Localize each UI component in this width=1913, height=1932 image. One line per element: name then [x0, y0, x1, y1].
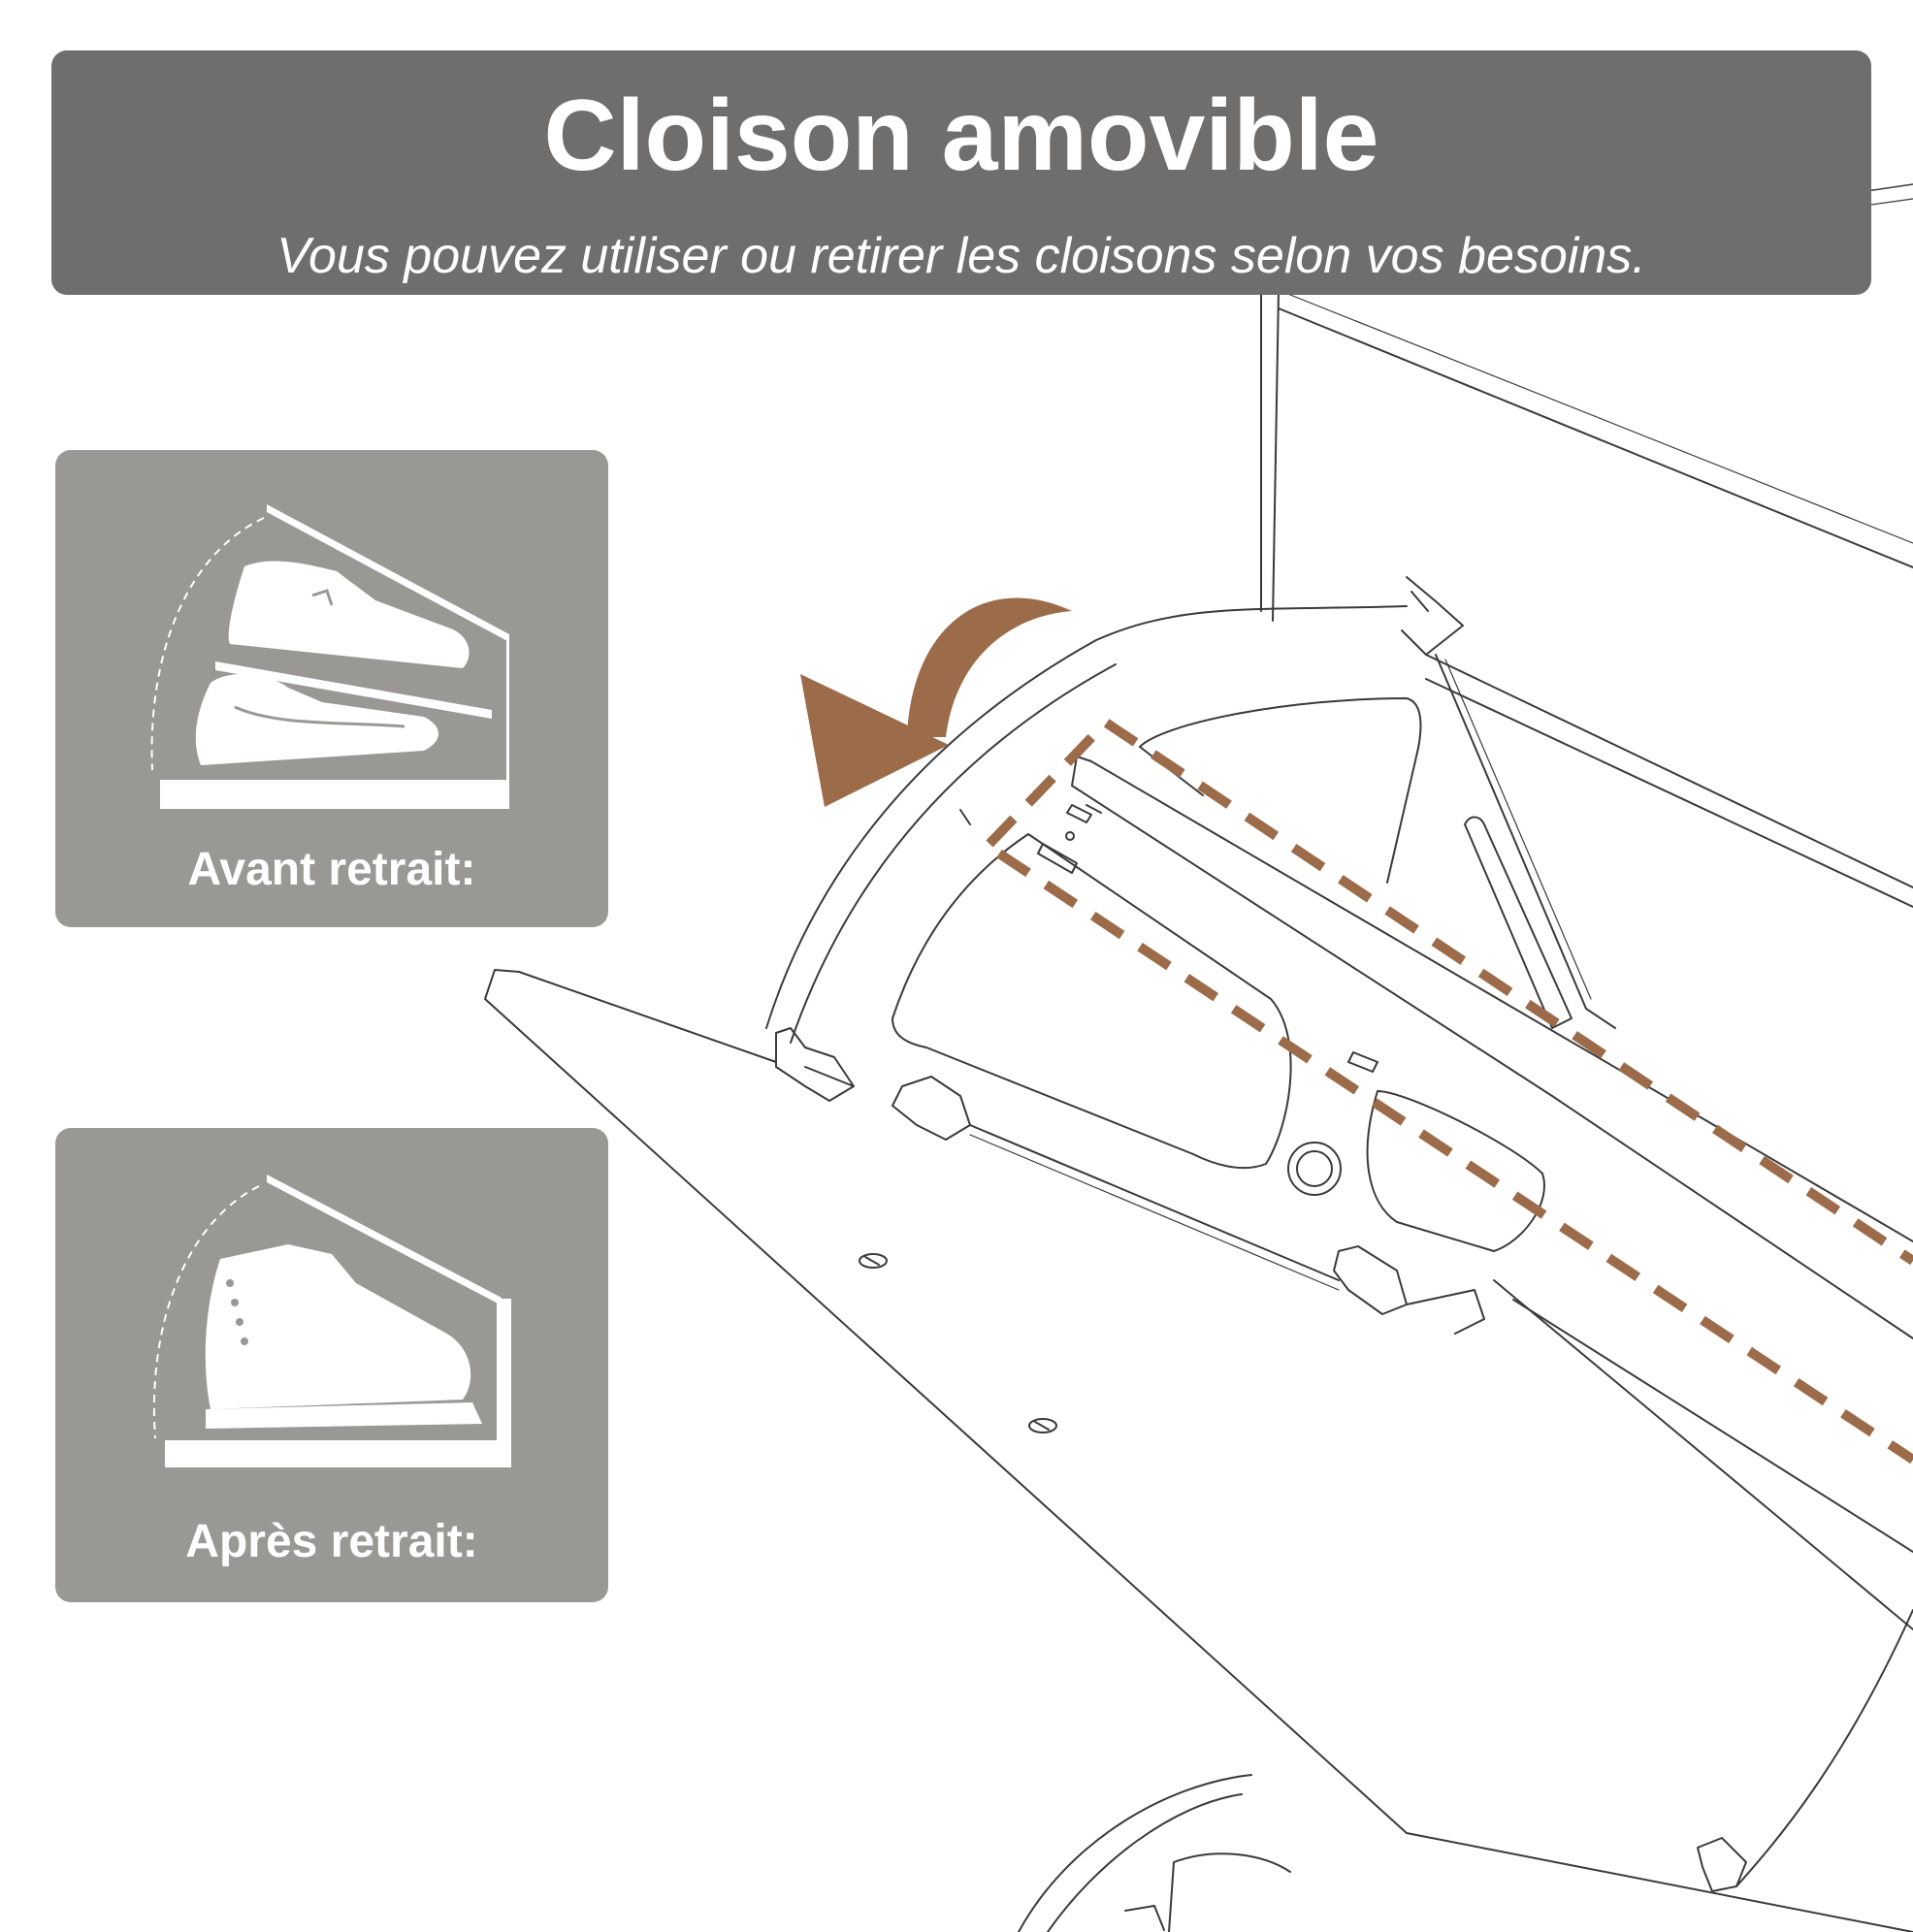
dashed-divider-outline: [986, 716, 1913, 1465]
page-subtitle: Vous pouvez utiliser ou retirer les cloi…: [276, 228, 1646, 284]
two-shoes-stacked-icon: [150, 504, 509, 809]
after-removal-label: Après retrait:: [185, 1516, 478, 1567]
header-banner: Cloison amovible Vous pouvez utiliser ou…: [51, 50, 1871, 295]
card-before-removal: Avant retrait:: [55, 450, 608, 927]
curved-arrow-icon: [800, 597, 1072, 807]
page-title: Cloison amovible: [543, 80, 1379, 192]
card-after-removal: Après retrait:: [55, 1128, 608, 1602]
before-removal-label: Avant retrait:: [187, 844, 476, 895]
single-boot-icon: [152, 1175, 511, 1467]
